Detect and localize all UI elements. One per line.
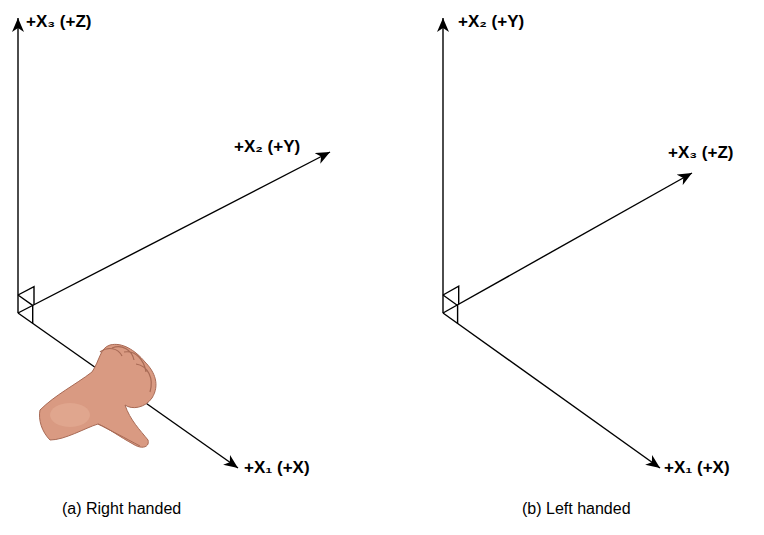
axis-line	[18, 152, 330, 313]
right-angle-mark	[18, 287, 34, 305]
axis-line	[442, 18, 443, 313]
axis-line	[17, 18, 18, 313]
axis-label: +X₃ (+Z)	[668, 143, 734, 163]
axis-label: +X₂ (+Y)	[458, 12, 524, 32]
axis-label: +X₁ (+X)	[244, 458, 310, 478]
caption-text: (a) Right handed	[62, 500, 181, 518]
axis-label: +X₃ (+Z)	[26, 12, 92, 32]
right-angle-mark	[18, 295, 33, 323]
hand-illustration	[39, 344, 155, 447]
axis-line	[443, 173, 692, 313]
axis-line	[443, 313, 660, 468]
axis-line	[18, 313, 238, 468]
axis-label: +X₂ (+Y)	[234, 137, 300, 157]
caption-text: (b) Left handed	[522, 500, 631, 518]
right-angle-mark	[443, 295, 458, 324]
axis-label: +X₁ (+X)	[664, 458, 730, 478]
